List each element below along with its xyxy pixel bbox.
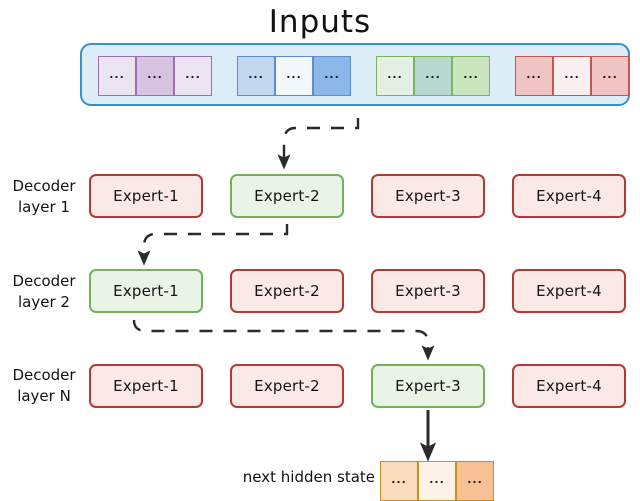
hidden-state-token: ... — [380, 461, 418, 501]
input-token: ... — [591, 56, 629, 96]
token-ellipsis: ... — [391, 472, 407, 486]
input-token: ... — [553, 56, 591, 96]
layer-label-line1: Decoder — [12, 177, 76, 195]
decoder-layer-2-label: Decoder layer 2 — [2, 271, 86, 313]
input-token: ... — [515, 56, 553, 96]
token-ellipsis: ... — [564, 67, 580, 81]
expert-label: Expert-4 — [536, 282, 602, 300]
next-hidden-state-tokens: ......... — [380, 461, 494, 501]
token-ellipsis: ... — [147, 67, 163, 81]
token-ellipsis: ... — [526, 67, 542, 81]
decoder-layer-1-expert-4[interactable]: Expert-4 — [512, 174, 626, 218]
input-token: ... — [174, 56, 212, 96]
arrow-inputs-to-layer1-expert2 — [277, 118, 360, 170]
token-ellipsis: ... — [109, 67, 125, 81]
token-ellipsis: ... — [467, 472, 483, 486]
input-token: ... — [376, 56, 414, 96]
next-hidden-state-label: next hidden state — [242, 468, 375, 486]
inputs-container: .................................... — [80, 43, 630, 106]
token-ellipsis: ... — [286, 67, 302, 81]
expert-label: Expert-1 — [113, 377, 179, 395]
decoder-layer-1-label: Decoder layer 1 — [2, 176, 86, 218]
input-token: ... — [414, 56, 452, 96]
decoder-layer-2-expert-4[interactable]: Expert-4 — [512, 269, 626, 313]
decoder-layer-1-expert-1[interactable]: Expert-1 — [89, 174, 203, 218]
decoder-layer-2-expert-1[interactable]: Expert-1 — [89, 269, 203, 313]
expert-label: Expert-1 — [113, 282, 179, 300]
expert-label: Expert-3 — [395, 187, 461, 205]
decoder-layer-1-expert-3[interactable]: Expert-3 — [371, 174, 485, 218]
layer-label-line2: layer 2 — [18, 293, 70, 311]
token-ellipsis: ... — [387, 67, 403, 81]
expert-label: Expert-4 — [536, 187, 602, 205]
token-ellipsis: ... — [463, 67, 479, 81]
blue-token-group: ......... — [237, 56, 351, 96]
arrow-layer1-expert2-to-layer2-expert1 — [137, 224, 289, 266]
red-token-group: ......... — [515, 56, 629, 96]
decoder-layer-n-expert-2[interactable]: Expert-2 — [230, 364, 344, 408]
arrow-layer2-expert1-to-layerN-expert3 — [132, 319, 435, 361]
decoder-layer-n-expert-3[interactable]: Expert-3 — [371, 364, 485, 408]
token-ellipsis: ... — [248, 67, 264, 81]
hidden-state-token: ... — [456, 461, 494, 501]
expert-label: Expert-2 — [254, 187, 320, 205]
expert-label: Expert-3 — [395, 377, 461, 395]
decoder-layer-n-expert-4[interactable]: Expert-4 — [512, 364, 626, 408]
layer-label-line2: layer 1 — [18, 198, 70, 216]
layer-label-line2: layer N — [17, 387, 71, 405]
expert-label: Expert-4 — [536, 377, 602, 395]
input-token: ... — [237, 56, 275, 96]
token-ellipsis: ... — [602, 67, 618, 81]
input-token: ... — [452, 56, 490, 96]
token-ellipsis: ... — [185, 67, 201, 81]
decoder-layer-n-label: Decoder layer N — [2, 365, 86, 407]
layer-label-line1: Decoder — [12, 272, 76, 290]
hidden-state-token: ... — [418, 461, 456, 501]
input-token: ... — [275, 56, 313, 96]
decoder-layer-1-expert-2[interactable]: Expert-2 — [230, 174, 344, 218]
decoder-layer-2-expert-3[interactable]: Expert-3 — [371, 269, 485, 313]
token-ellipsis: ... — [429, 472, 445, 486]
decoder-layer-n-expert-1[interactable]: Expert-1 — [89, 364, 203, 408]
input-token: ... — [136, 56, 174, 96]
expert-label: Expert-2 — [254, 377, 320, 395]
green-token-group: ......... — [376, 56, 490, 96]
page-title: Inputs — [268, 4, 372, 40]
layer-label-line1: Decoder — [12, 366, 76, 384]
token-ellipsis: ... — [425, 67, 441, 81]
input-token: ... — [98, 56, 136, 96]
purple-token-group: ......... — [98, 56, 212, 96]
expert-label: Expert-2 — [254, 282, 320, 300]
decoder-layer-2-expert-2[interactable]: Expert-2 — [230, 269, 344, 313]
input-token: ... — [313, 56, 351, 96]
expert-label: Expert-3 — [395, 282, 461, 300]
token-ellipsis: ... — [324, 67, 340, 81]
expert-label: Expert-1 — [113, 187, 179, 205]
